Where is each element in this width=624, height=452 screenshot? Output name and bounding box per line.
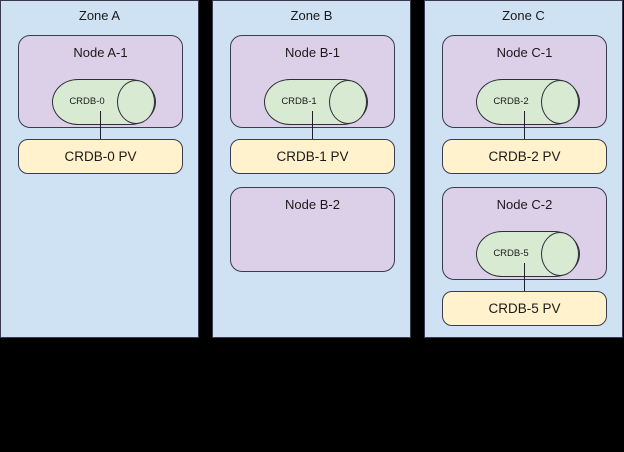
zone-title-b: Zone B [290, 8, 333, 23]
zone-title-a: Zone A [78, 8, 121, 23]
zone-panel-b[interactable]: Zone B Node B-1 CRDB-1 CRDB-1 PV Node B-… [212, 0, 411, 338]
node-title-c-2: Node C-2 [496, 197, 553, 212]
node-title-b-1: Node B-1 [285, 45, 340, 60]
node-title-b-2: Node B-2 [285, 197, 340, 212]
zone-panel-a[interactable]: Zone A Node A-1 CRDB-0 CRDB-0 PV [0, 0, 199, 338]
database-cylinder-crdb-0[interactable]: CRDB-0 [52, 79, 156, 125]
database-cylinder-crdb-5[interactable]: CRDB-5 [476, 231, 580, 277]
pv-box-crdb-1-pv[interactable]: CRDB-1 PV [230, 139, 395, 174]
database-label-crdb-2: CRDB-2 [493, 96, 529, 107]
node-title-a-1: Node A-1 [73, 45, 128, 60]
database-cylinder-crdb-2[interactable]: CRDB-2 [476, 79, 580, 125]
connector-node-a-1-to-crdb-0-pv [100, 111, 101, 140]
pv-label-crdb-1-pv: CRDB-1 PV [276, 149, 349, 164]
node-box-b-2[interactable]: Node B-2 [230, 187, 395, 272]
database-label-crdb-1: CRDB-1 [281, 96, 317, 107]
database-cylinder-cap [541, 80, 579, 124]
zone-title-c: Zone C [502, 8, 545, 23]
pv-box-crdb-2-pv[interactable]: CRDB-2 PV [442, 139, 607, 174]
pv-box-crdb-0-pv[interactable]: CRDB-0 PV [18, 139, 183, 174]
pv-label-crdb-0-pv: CRDB-0 PV [64, 149, 137, 164]
node-title-c-1: Node C-1 [496, 45, 553, 60]
pv-box-crdb-5-pv[interactable]: CRDB-5 PV [442, 291, 607, 326]
database-cylinder-cap [117, 80, 155, 124]
database-label-crdb-0: CRDB-0 [69, 96, 105, 107]
database-cylinder-cap [329, 80, 367, 124]
zone-panel-c[interactable]: Zone C Node C-1 CRDB-2 CRDB-2 PV Node C-… [424, 0, 623, 338]
database-cylinder-cap [541, 232, 579, 276]
database-cylinder-crdb-1[interactable]: CRDB-1 [264, 79, 368, 125]
pv-label-crdb-5-pv: CRDB-5 PV [488, 301, 561, 316]
connector-node-b-1-to-crdb-1-pv [312, 111, 313, 140]
node-box-b-1[interactable]: Node B-1 CRDB-1 [230, 35, 395, 128]
node-box-c-1[interactable]: Node C-1 CRDB-2 [442, 35, 607, 128]
database-label-crdb-5: CRDB-5 [493, 248, 529, 259]
connector-node-c-2-to-crdb-5-pv [524, 263, 525, 292]
connector-node-c-1-to-crdb-2-pv [524, 111, 525, 140]
pv-label-crdb-2-pv: CRDB-2 PV [488, 149, 561, 164]
